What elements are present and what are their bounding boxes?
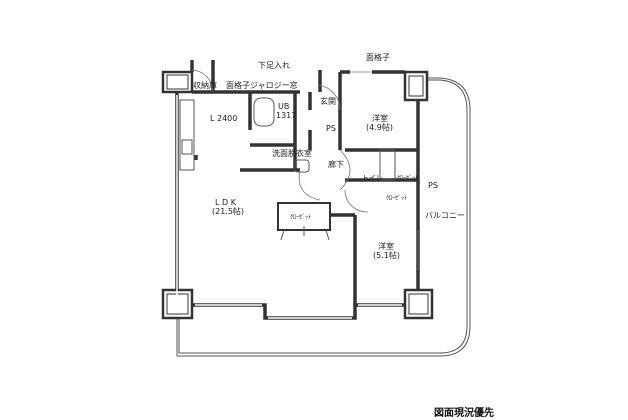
label-hallway: 廊下 [328,159,344,169]
door-swings [191,69,369,213]
label-shoe-storage: 下足入れ [258,61,290,70]
label-closet-ldk: ｸﾛｰｾﾞｯﾄ [290,214,311,221]
kitchen-counter [179,99,195,171]
toilet-room [379,149,396,181]
footer-note: 図面現況優先 [434,408,494,419]
label-bedroom2: 洋室 [378,241,394,251]
label-toilet: トイレ [362,174,383,182]
label-balcony: バルコニー [425,211,465,220]
label-kitchen-length: L 2400 [210,114,237,123]
label-unit-bath: UB [278,102,289,111]
label-washroom: 洗面脱衣室 [272,148,312,158]
label-ldk-size: (21.5帖) [212,206,244,216]
label-bedroom2-size: (5.1帖) [373,250,400,260]
balcony-outline [176,77,471,357]
label-bedroom1-size: (4.9帖) [366,122,393,132]
sink [181,139,193,155]
bathtub [253,97,275,127]
label-ps-right: PS [428,181,438,190]
walls [175,60,420,320]
label-window-jalousie: 面格子ジャロジー窓 [226,80,298,90]
label-storage: 収納庫 [193,80,217,90]
wash-basin [294,159,310,173]
label-ps-top: PS [326,124,336,133]
label-closet-mid: ｸﾛｰｾﾞｯﾄ [386,195,407,202]
label-window-grille: 面格子 [366,52,390,62]
label-unit-bath-size: 1317 [276,111,296,120]
label-bedroom1: 洋室 [372,113,388,123]
label-entrance: 玄関 [320,96,336,106]
label-closet-top: ｸﾛｰｾﾞｯﾄ [397,175,418,182]
label-ldk: L D K [215,198,237,207]
closet-ldk [277,202,331,231]
